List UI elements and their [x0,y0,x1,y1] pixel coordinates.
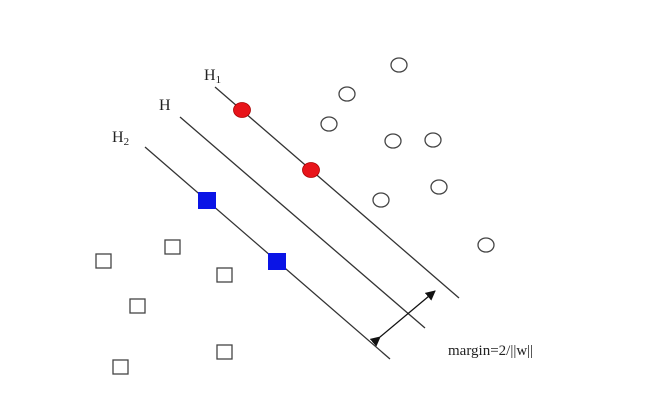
class-square-point [164,239,181,255]
class-circle-point [424,132,442,148]
class-square-point [112,359,129,375]
label-h: H [159,97,171,114]
class-circle-point [477,237,495,253]
margin-arrow [369,290,436,347]
class-circle-point [372,192,390,208]
class-circle-point [384,133,402,149]
hyperplane-h2 [144,146,391,360]
class-square-point [216,344,233,360]
margin-label: margin=2/||w|| [448,343,533,359]
class-square-point [216,267,233,283]
class-circle-point [430,179,448,195]
support-vector-square [268,253,286,270]
label-h2: H2 [112,129,129,148]
support-vector-square [198,192,216,209]
support-vector-circle [233,102,251,118]
class-square-point [95,253,112,269]
class-circle-point [320,116,338,132]
class-circle-point [390,57,408,73]
support-vector-circle [302,162,320,178]
label-h1: H1 [204,67,221,86]
class-square-point [129,298,146,314]
hyperplane-h [179,116,426,329]
hyperplane-h1 [214,86,460,299]
class-circle-point [338,86,356,102]
